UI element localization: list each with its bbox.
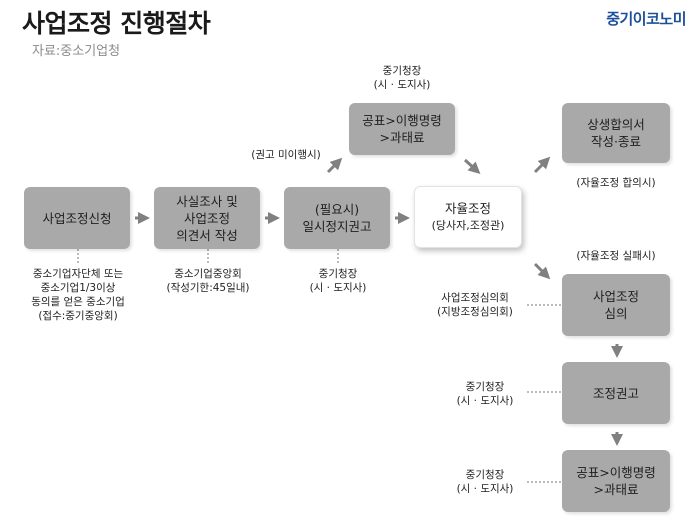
box-temporary-suspension: (필요시) 일시정지권고	[284, 187, 390, 249]
box-label-line2: >과태료	[379, 130, 425, 145]
note-applicant: 중소기업자단체 또는 중소기업1/3이상 동의를 얻은 중소기업 (접수:중기중…	[8, 267, 148, 323]
note-survey-authority: 중소기업중앙회 (작성기한:45일내)	[148, 267, 268, 295]
note-line: (자율조정 합의시)	[576, 177, 656, 189]
note-line: (권고 미이행시)	[251, 149, 321, 161]
note-line: 사업조정심의회	[441, 292, 509, 304]
box-fact-survey: 사실조사 및 사업조정 의견서 작성	[154, 187, 260, 249]
box-label-line1: 사실조사 및	[176, 193, 238, 209]
note-line: (접수:중기중앙회)	[38, 310, 118, 322]
note-line: (시 · 도지사)	[456, 395, 514, 407]
box-label-line1: 공표>이행명령	[362, 113, 442, 128]
leader-lines	[77, 249, 563, 483]
note-line: 동의를 얻은 중소기업	[31, 296, 125, 308]
box-deliberation: 사업조정 심의	[562, 274, 670, 336]
source-caption: 자료:중소기업청	[32, 44, 121, 59]
arrow-suspend-to-announce	[326, 157, 343, 174]
note-line: (작성기한:45일내)	[166, 282, 250, 294]
arrow-voluntary-to-deliberation	[533, 262, 551, 280]
brand-logo: 중기이코노미	[606, 10, 686, 28]
note-adjustment-failed: (자율조정 실패시)	[556, 249, 676, 263]
page-title: 사업조정 진행절차	[22, 9, 211, 38]
box-label-line2: >과태료	[593, 482, 639, 497]
note-line: 중기청장	[382, 65, 422, 77]
arrow-voluntary-to-agreement	[533, 156, 551, 174]
box-label-line3: 의견서 작성	[176, 227, 238, 243]
box-label: 사업조정신청	[42, 210, 112, 226]
note-line: 중소기업자단체 또는	[32, 268, 124, 280]
note-suspension-authority: 중기청장 (시 · 도지사)	[288, 267, 388, 295]
box-agreement-end: 상생합의서 작성·종료	[562, 103, 670, 163]
note-deliberation-committee: 사업조정심의회 (지방조정심의회)	[420, 291, 530, 319]
note-top-authority: 중기청장 (시 · 도지사)	[352, 64, 452, 92]
note-line: 중소기업1/3이상	[40, 282, 116, 294]
note-line: 중소기업중앙회	[174, 268, 242, 280]
box-label-line2: 심의	[604, 306, 628, 321]
box-label-line1: (필요시)	[314, 202, 360, 217]
note-agreement-reached: (자율조정 합의시)	[556, 176, 676, 190]
box-label: 자율조정	[444, 201, 491, 216]
note-recommend-authority: 중기청장 (시 · 도지사)	[440, 380, 530, 408]
note-non-compliance: (권고 미이행시)	[236, 148, 336, 162]
box-label-line1: 상생합의서	[587, 117, 645, 132]
note-line: (자율조정 실패시)	[576, 250, 656, 262]
note-line: (시 · 도지사)	[373, 79, 431, 91]
box-label-line1: 공표>이행명령	[576, 465, 656, 480]
note-line: (시 · 도지사)	[456, 483, 514, 495]
box-label-line2: 사업조정	[183, 210, 230, 226]
note-line: (시 · 도지사)	[309, 282, 367, 294]
box-label: 조정권고	[592, 385, 639, 401]
note-line: 중기청장	[318, 268, 358, 280]
box-voluntary-adjustment: 자율조정 (당사자,조정관)	[414, 186, 522, 248]
note-line: (지방조정심의회)	[437, 306, 513, 318]
box-label-line2: 일시정지권고	[302, 219, 372, 234]
box-label-line1: 사업조정	[592, 289, 639, 304]
box-sublabel: (당사자,조정관)	[431, 219, 505, 232]
note-line: 중기청장	[465, 381, 505, 393]
note-bottom-authority: 중기청장 (시 · 도지사)	[440, 468, 530, 496]
box-announcement-top: 공표>이행명령 >과태료	[349, 103, 455, 155]
box-business-adjustment-application: 사업조정신청	[24, 187, 130, 249]
arrow-announce-to-voluntary	[463, 158, 481, 175]
note-line: 중기청장	[465, 469, 505, 481]
box-announcement-bottom: 공표>이행명령 >과태료	[562, 450, 670, 512]
box-label-line2: 작성·종료	[591, 134, 641, 149]
box-adjustment-recommendation: 조정권고	[562, 362, 670, 424]
